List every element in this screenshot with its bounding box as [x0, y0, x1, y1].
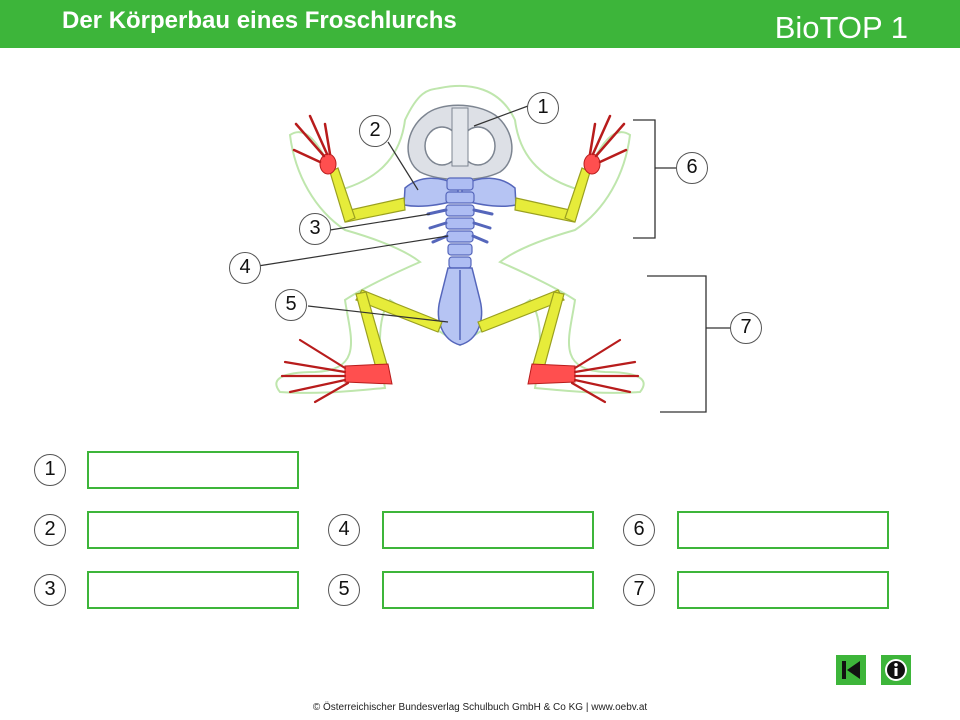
diagram-label-5: 5	[275, 289, 307, 321]
footer-copyright: © Österreichischer Bundesverlag Schulbuc…	[312, 702, 648, 713]
frog-hind-toes	[280, 338, 640, 404]
answer-number-2: 2	[34, 514, 66, 546]
answer-number-1: 1	[34, 454, 66, 486]
page-title: Der Körperbau eines Froschlurchs	[62, 7, 457, 34]
header-bar: Der Körperbau eines Froschlurchs BioTOP …	[0, 0, 960, 48]
answer-field-3[interactable]	[87, 571, 299, 609]
skip-back-icon	[842, 661, 860, 679]
diagram-label-7: 7	[730, 312, 762, 344]
answer-field-2[interactable]	[87, 511, 299, 549]
answer-number-5: 5	[328, 574, 360, 606]
frog-front-hands	[319, 153, 601, 175]
frog-spine	[445, 177, 475, 269]
diagram-label-4: 4	[229, 252, 261, 284]
leader-lines	[257, 105, 529, 323]
diagram-label-2: 2	[359, 115, 391, 147]
frog-hind-legs	[355, 289, 565, 369]
diagram-label-3: 3	[299, 213, 331, 245]
region-brackets	[633, 119, 730, 413]
frog-hind-feet	[344, 363, 576, 385]
frog-pelvis	[437, 267, 483, 346]
diagram-label-6: 6	[676, 152, 708, 184]
answer-field-7[interactable]	[677, 571, 889, 609]
brand-logo: BioTOP 1	[774, 10, 908, 45]
answer-number-4: 4	[328, 514, 360, 546]
back-to-start-button[interactable]	[836, 655, 866, 685]
info-button[interactable]	[881, 655, 911, 685]
frog-skull	[407, 104, 513, 181]
frog-front-fingers	[292, 114, 628, 164]
answer-field-5[interactable]	[382, 571, 594, 609]
answer-number-3: 3	[34, 574, 66, 606]
diagram-label-1: 1	[527, 92, 559, 124]
answer-field-4[interactable]	[382, 511, 594, 549]
answer-number-7: 7	[623, 574, 655, 606]
info-icon	[885, 659, 907, 681]
answer-field-1[interactable]	[87, 451, 299, 489]
frog-skeleton-diagram	[257, 84, 730, 413]
answer-field-6[interactable]	[677, 511, 889, 549]
frog-front-legs	[329, 167, 591, 223]
answer-number-6: 6	[623, 514, 655, 546]
